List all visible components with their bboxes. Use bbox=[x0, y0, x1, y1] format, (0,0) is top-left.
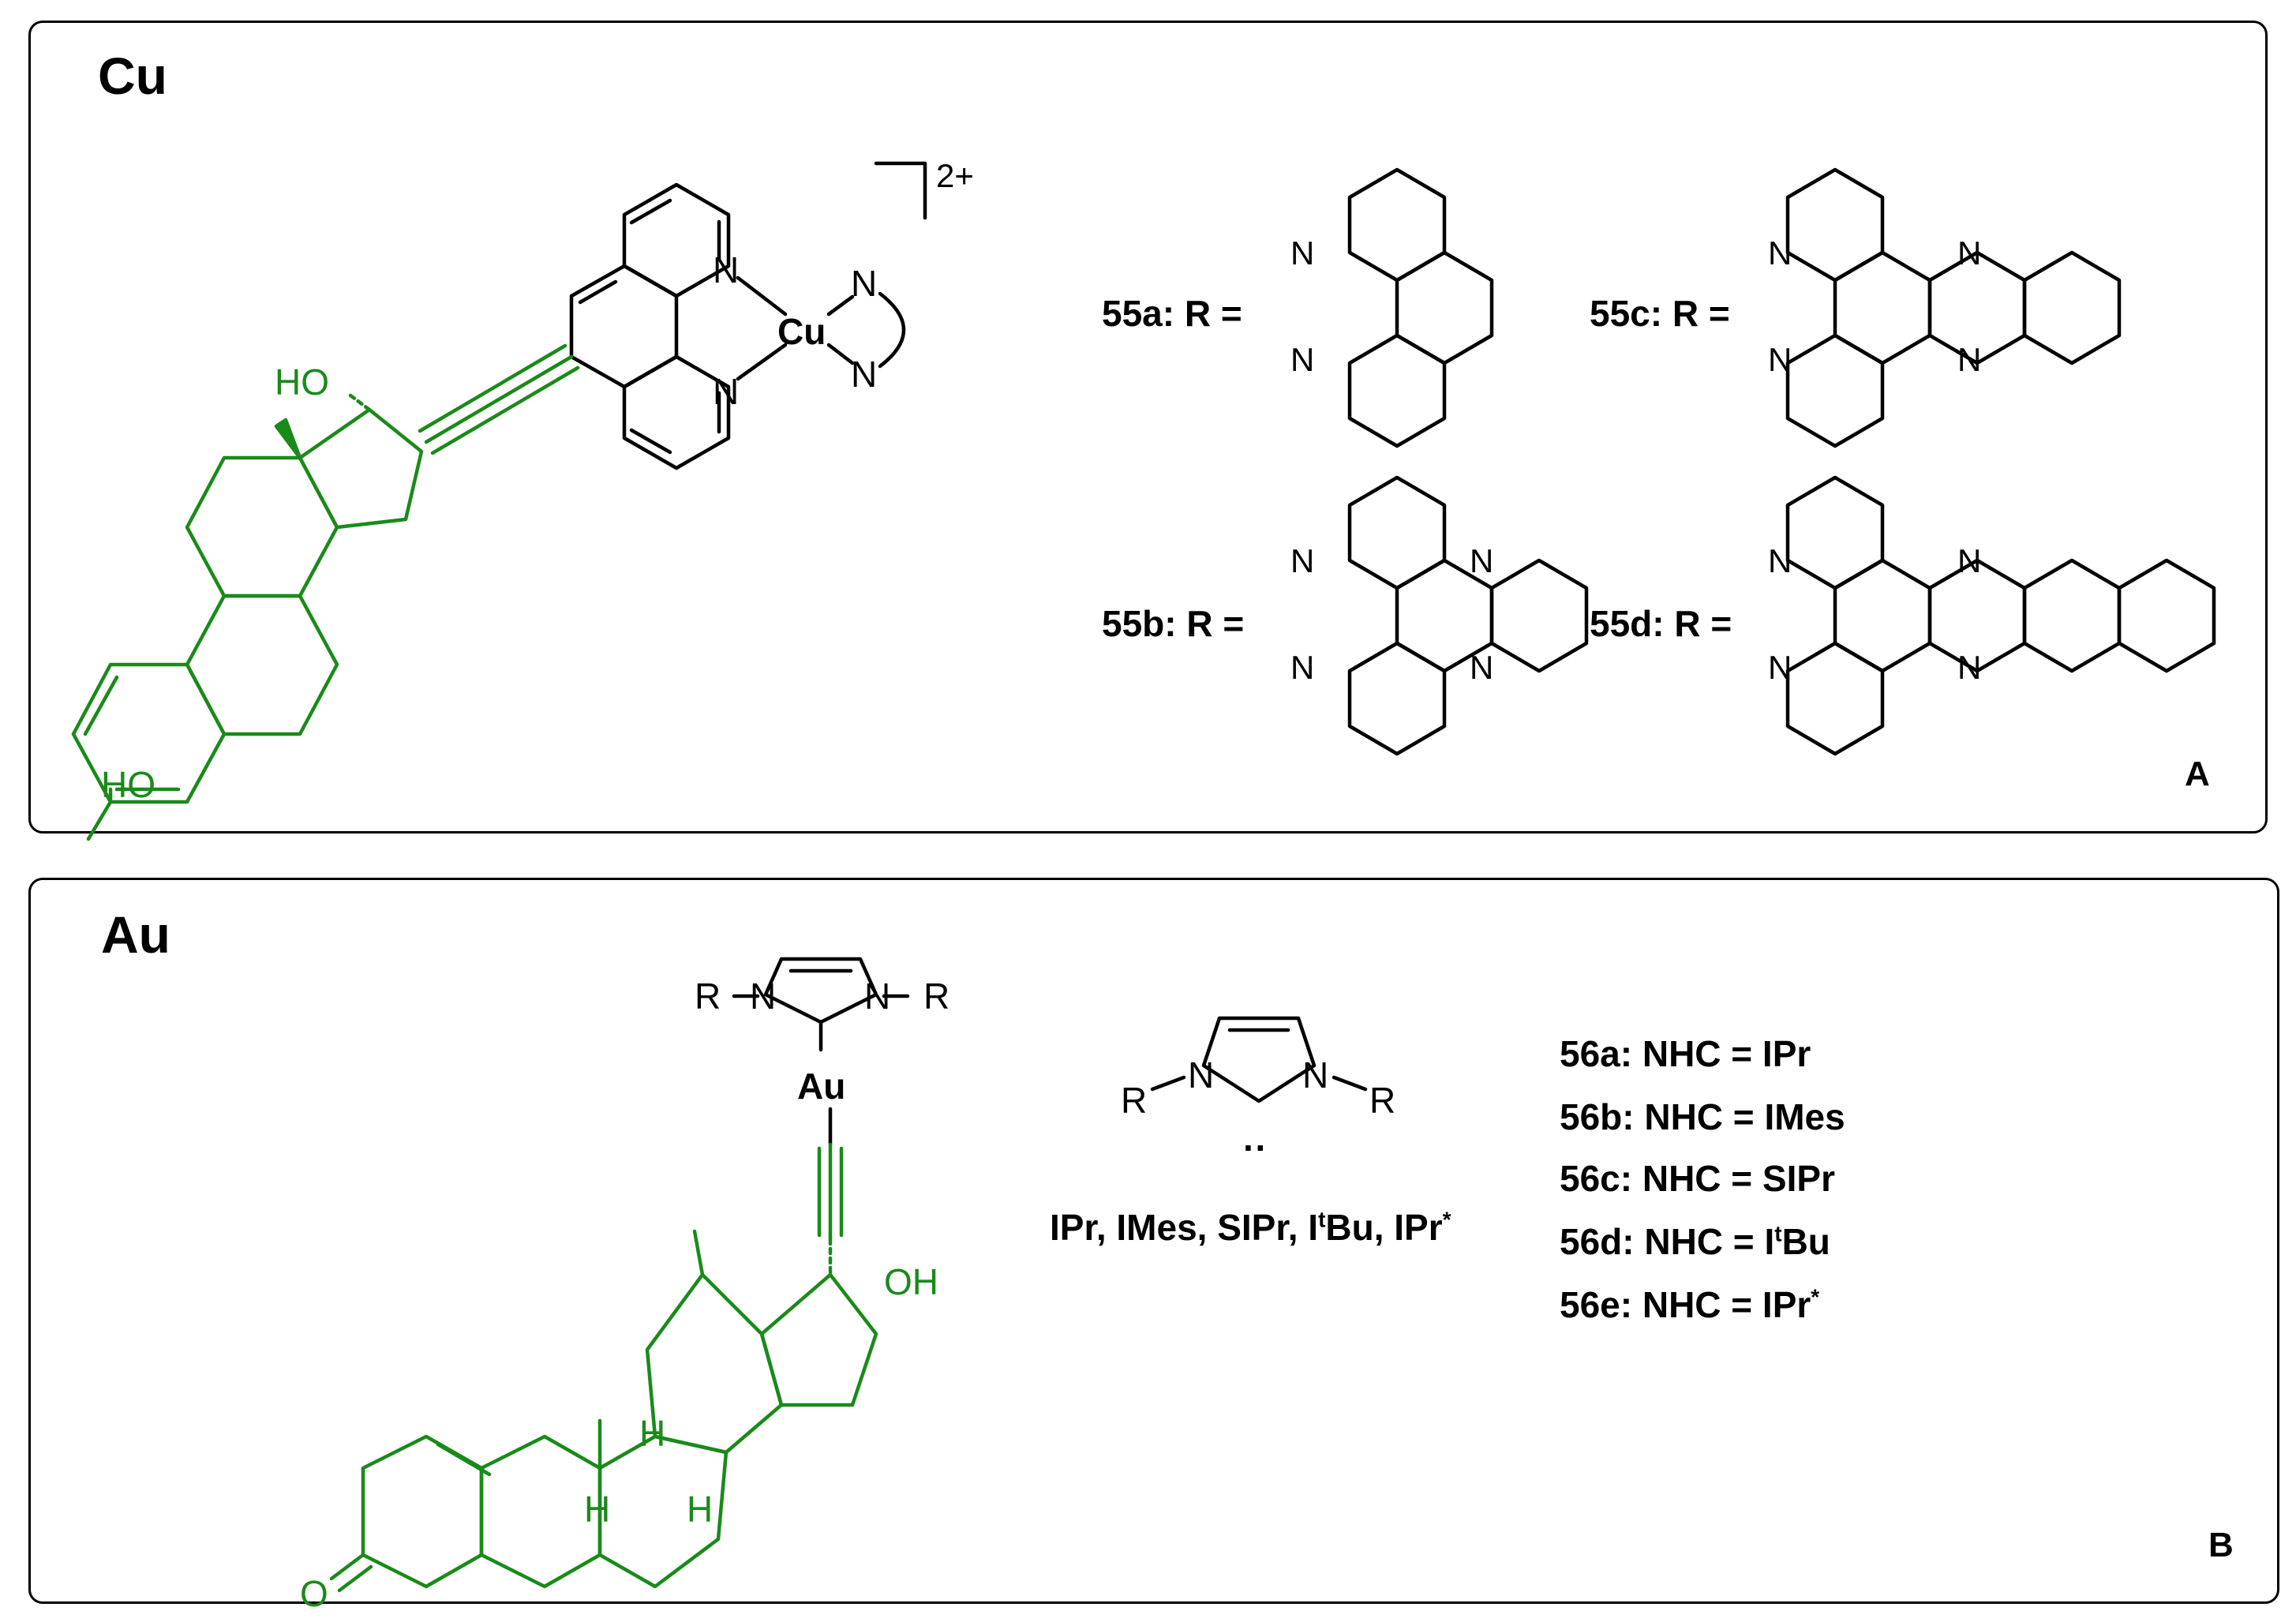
n-atom: N bbox=[1957, 341, 1981, 378]
ligand-55d-structure bbox=[1785, 475, 2216, 756]
n-atom: N bbox=[1768, 542, 1792, 579]
entry-56c: 56c: NHC = SIPr bbox=[1560, 1158, 1835, 1199]
n-atom: N bbox=[1768, 234, 1792, 272]
entry-56d: 56d: NHC = ItBu bbox=[1560, 1221, 1830, 1262]
steroid-scaffold-b bbox=[329, 1229, 878, 1593]
nhc-on-gold bbox=[732, 957, 910, 1052]
panel-b-corner-label: B bbox=[2208, 1526, 2234, 1564]
n-atom: N bbox=[713, 371, 739, 412]
panel-b-title: Au bbox=[101, 905, 170, 964]
free-nhc-structure bbox=[1150, 1016, 1368, 1103]
panel-a-title: Cu bbox=[98, 47, 167, 105]
nhc-list-label: IPr, IMes, SIPr, ItBu, IPr* bbox=[1050, 1207, 1451, 1248]
ligand-55b-structure bbox=[1347, 475, 1589, 756]
cu-complex-atom-labels: Cu N N N N bbox=[713, 249, 877, 412]
entry-56e: 56e: NHC = IPr* bbox=[1560, 1284, 1820, 1325]
entry-56b: 56b: NHC = IMes bbox=[1560, 1096, 1845, 1137]
ligand-55b-label: 55b: R = bbox=[1102, 603, 1245, 644]
hydroxyl-top: HO bbox=[275, 361, 329, 403]
h-atom: H bbox=[687, 1489, 713, 1530]
hydroxyl: OH bbox=[884, 1261, 938, 1302]
n-atom: N bbox=[1290, 341, 1314, 378]
charge-label: 2+ bbox=[936, 157, 974, 194]
alkyne-linker bbox=[418, 343, 580, 455]
n-atom: N bbox=[1768, 649, 1792, 686]
ketone-oxygen: O bbox=[300, 1573, 328, 1614]
n-atom: N bbox=[1290, 542, 1314, 579]
n-atom: N bbox=[1957, 234, 1981, 272]
panel-a-corner-label: A bbox=[2185, 755, 2210, 793]
ligand-55c-structure bbox=[1785, 167, 2122, 448]
ligand-55c-label: 55c: R = bbox=[1590, 293, 1730, 334]
r-group: R bbox=[1121, 1080, 1147, 1121]
au-atom: Au bbox=[797, 1066, 845, 1107]
phenanthroline-ligand bbox=[569, 182, 906, 470]
hydroxyl-bottom: HO bbox=[101, 764, 155, 805]
n-atom: N bbox=[1957, 542, 1981, 579]
n-atom: N bbox=[750, 976, 776, 1017]
r-group: R bbox=[695, 976, 721, 1017]
n-atom: N bbox=[713, 249, 739, 290]
n-atom: N bbox=[1302, 1054, 1328, 1096]
ligand-55a-structure bbox=[1347, 167, 1494, 448]
panel-a bbox=[28, 21, 2268, 833]
alkyne-linker-b bbox=[817, 1142, 844, 1277]
entry-56a: 56a: NHC = IPr bbox=[1560, 1033, 1811, 1074]
n-atom: N bbox=[1470, 649, 1493, 686]
carbene-lone-pair: ·· bbox=[1243, 1127, 1268, 1168]
n-atom: N bbox=[851, 263, 877, 304]
cu-atom: Cu bbox=[777, 311, 826, 352]
estradiol-atom-labels: HO HO bbox=[101, 361, 329, 805]
n-atom: N bbox=[1768, 341, 1792, 378]
charge-bracket bbox=[874, 161, 927, 220]
n-atom: N bbox=[1957, 649, 1981, 686]
r-group: R bbox=[1369, 1080, 1395, 1121]
ligand-55a-label: 55a: R = bbox=[1102, 293, 1242, 334]
estradiol-scaffold bbox=[71, 391, 424, 841]
n-atom: N bbox=[1290, 649, 1314, 686]
n-atom: N bbox=[1188, 1054, 1214, 1096]
h-atom: H bbox=[639, 1413, 665, 1454]
n-atom: N bbox=[851, 354, 877, 395]
ligand-55d-label: 55d: R = bbox=[1590, 603, 1732, 644]
panel-b bbox=[28, 878, 2279, 1604]
n-atom: N bbox=[1290, 234, 1314, 272]
r-group: R bbox=[923, 976, 949, 1017]
n-atom: N bbox=[1470, 542, 1493, 579]
n-atom: N bbox=[864, 976, 890, 1017]
h-atom: H bbox=[584, 1489, 610, 1530]
